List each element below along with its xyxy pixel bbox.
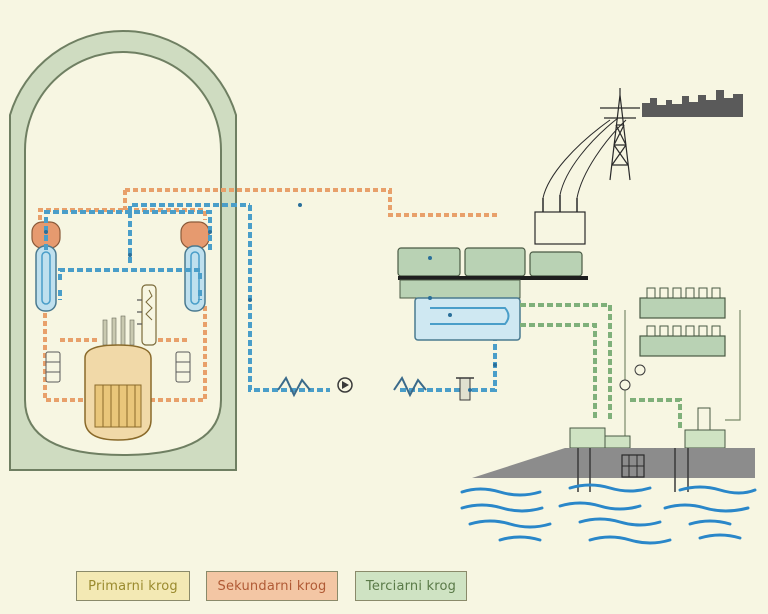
primary-loop [38,188,500,402]
steam-generator-left [31,221,61,312]
city-skyline [642,90,743,117]
feedwater-heater-left [277,375,311,398]
feedwater-heater-right [393,375,427,398]
river-water [460,483,757,545]
turbine-hall [397,247,588,299]
flow-dots [44,203,497,392]
pressurizer [137,284,157,346]
cooling-towers [619,287,741,440]
coolant-pump-right [175,351,191,383]
legend-tertiary-loop-button[interactable]: Terciarni krog [355,571,467,601]
containment-building [9,29,237,471]
coolant-pump-left [45,351,61,383]
feedwater-pump [337,377,353,393]
condenser [414,297,521,341]
transformer [534,117,627,245]
tertiary-loop [520,303,682,430]
steam-generator-right [180,221,210,312]
legend-primary-loop-button[interactable]: Primarni krog [76,571,190,601]
reactor-vessel [84,315,152,441]
ground [472,448,755,492]
transmission-tower [600,88,640,181]
legend-secondary-loop-button[interactable]: Sekundarni krog [206,571,338,601]
secondary-loop [44,203,497,392]
